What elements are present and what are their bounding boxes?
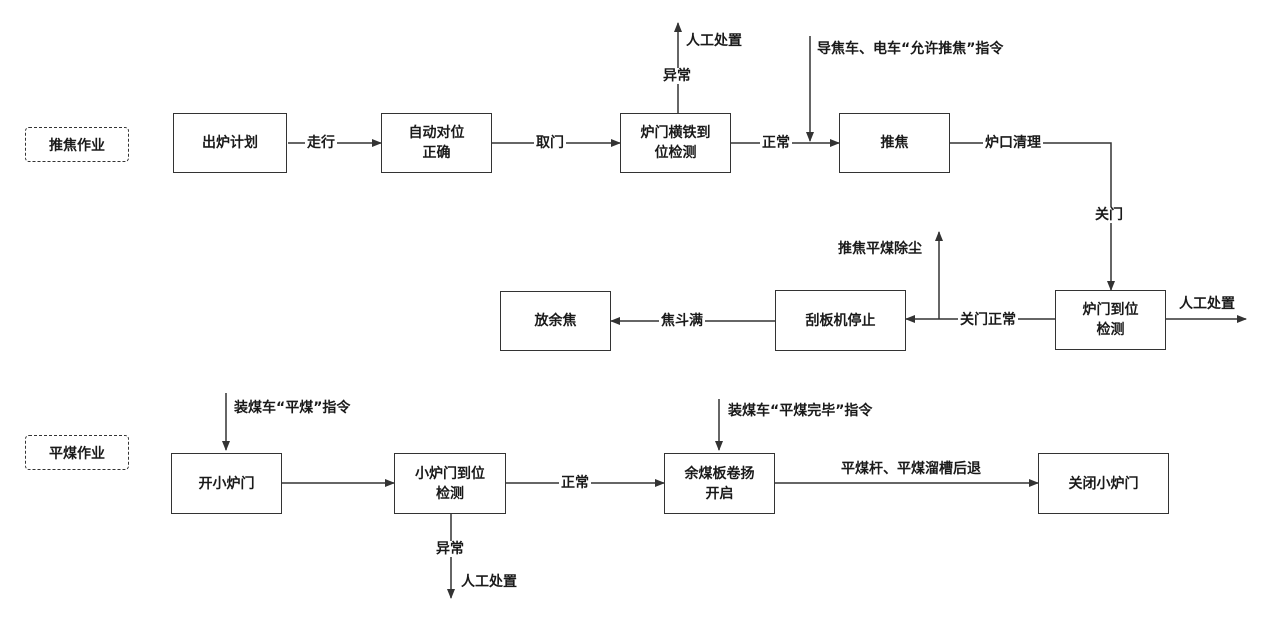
node-align-line1: 自动对位 <box>408 125 465 141</box>
label-cmd-level-done: 装煤车“平煤完毕”指令 <box>728 403 873 419</box>
node-plan: 出炉计划 <box>173 113 287 173</box>
node-bar-line2: 位检测 <box>654 145 697 161</box>
label-hopper: 焦斗满 <box>659 313 705 329</box>
arrow-push-to-door <box>950 142 1115 291</box>
label-dust: 推焦平煤除尘 <box>838 241 922 257</box>
label-level-normal: 正常 <box>559 475 591 491</box>
node-plan-label: 出炉计划 <box>202 135 258 151</box>
node-open-small-door: 开小炉门 <box>171 453 282 514</box>
node-small-line1: 小炉门到位 <box>415 465 485 482</box>
node-align: 自动对位 正确 <box>381 113 492 173</box>
node-close-label: 关闭小炉门 <box>1068 475 1139 492</box>
node-plate-winch: 余煤板卷扬 开启 <box>664 453 775 514</box>
node-plate-line2: 开启 <box>705 485 734 502</box>
tag-level-operation: 平煤作业 <box>25 435 129 470</box>
label-cmd-level: 装煤车“平煤”指令 <box>234 400 351 416</box>
node-open-label: 开小炉门 <box>198 475 255 492</box>
node-door-line1: 炉门到位 <box>1082 302 1139 318</box>
label-walk: 走行 <box>305 135 337 151</box>
node-door-line2: 检测 <box>1096 322 1125 338</box>
node-door-check: 炉门到位 检测 <box>1055 290 1166 350</box>
node-small-door-check: 小炉门到位 检测 <box>394 453 506 514</box>
label-normal: 正常 <box>760 135 792 151</box>
node-bar-line1: 炉门横铁到 <box>640 125 711 141</box>
tag-level-label: 平煤作业 <box>49 445 105 462</box>
label-command: 导焦车、电车“允许推焦”指令 <box>817 41 1004 57</box>
node-release-label: 放余焦 <box>534 313 577 329</box>
label-abnormal: 异常 <box>661 68 693 84</box>
tag-push-label: 推焦作业 <box>49 137 105 154</box>
node-scraper-label: 刮板机停止 <box>805 312 876 329</box>
label-take-door: 取门 <box>534 135 566 151</box>
tag-push-operation: 推焦作业 <box>25 127 129 162</box>
node-plate-line1: 余煤板卷扬 <box>684 465 755 482</box>
label-close: 关门 <box>1093 207 1125 223</box>
node-push-label: 推焦 <box>880 135 909 151</box>
label-manual-2: 人工处置 <box>1179 296 1235 312</box>
node-push: 推焦 <box>839 113 950 173</box>
node-scraper: 刮板机停止 <box>775 290 906 351</box>
label-manual: 人工处置 <box>686 33 742 49</box>
node-align-line2: 正确 <box>422 145 451 161</box>
node-release: 放余焦 <box>500 291 611 351</box>
node-small-line2: 检测 <box>436 485 464 502</box>
label-retreat: 平煤杆、平煤溜槽后退 <box>841 461 981 477</box>
label-close-ok: 关门正常 <box>958 312 1018 328</box>
label-clean: 炉口清理 <box>983 135 1043 151</box>
node-bar-check: 炉门横铁到 位检测 <box>620 113 731 173</box>
label-level-abnormal: 异常 <box>434 541 466 557</box>
label-level-manual: 人工处置 <box>461 574 517 590</box>
node-close-small-door: 关闭小炉门 <box>1038 453 1169 514</box>
